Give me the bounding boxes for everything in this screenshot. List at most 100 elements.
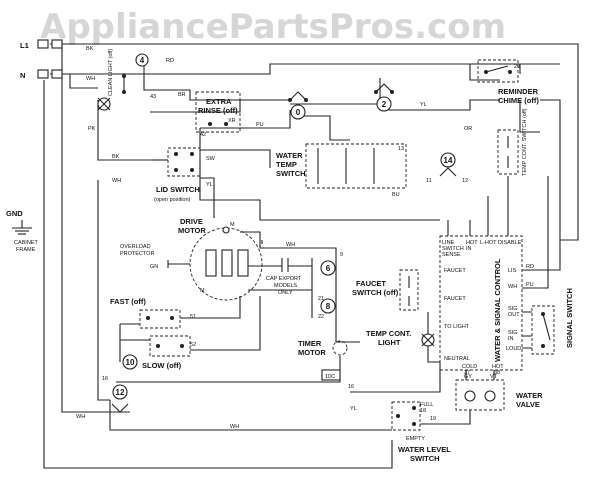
term-9: 9 — [340, 252, 343, 258]
ctrl-hot-bottom: HOT — [492, 364, 504, 370]
wire-rd-2: RD — [526, 264, 534, 270]
term-29: 29 — [514, 64, 520, 70]
ctrl-sig-out-1: SIG — [508, 306, 517, 312]
timer-contact-6: 6 — [320, 260, 336, 276]
timer-contact-0: 0 — [288, 91, 308, 120]
wire-yl-1: YL — [420, 102, 427, 108]
signal-switch: SIGNAL SWITCH — [531, 288, 574, 355]
fast-switch: FAST (off) — [110, 297, 181, 329]
water-temp-switch: WATER TEMP SWITCH — [276, 143, 407, 189]
ctrl-in-right: IN — [508, 336, 514, 342]
contact-10c-label: 10C — [325, 374, 335, 380]
term-22: 22 — [318, 314, 324, 320]
contact-10-label: 10 — [126, 358, 135, 367]
power-l1-label: L1 — [20, 41, 29, 50]
fast-label: FAST (off) — [110, 297, 146, 306]
empty-label: EMPTY — [406, 436, 425, 442]
contact-2-label: 2 — [382, 100, 387, 109]
ctrl-lhot: L-HOT — [480, 240, 497, 246]
water-valve: WATER VALVE — [455, 379, 543, 411]
extra-rinse-label: EXTRA — [206, 97, 232, 106]
term-16b: 16 — [348, 384, 354, 390]
water-temp-label-2: TEMP — [276, 160, 297, 169]
contact-12-label: 12 — [116, 388, 125, 397]
water-level-switch: FULL EMPTY WATER LEVEL SWITCH — [391, 401, 451, 463]
gn-label: GN — [150, 264, 158, 270]
drive-label: DRIVE — [180, 217, 203, 226]
timer-contact-2: 2 — [374, 83, 394, 112]
wire-wh-1: WH — [86, 76, 95, 82]
wire-wh-4: WH — [230, 424, 239, 430]
water-temp-label-3: SWITCH — [276, 169, 306, 178]
water-signal-label: WATER & SIGNAL CONTROL — [493, 258, 502, 362]
wire-sw: SW — [206, 156, 216, 162]
term-21: 21 — [318, 296, 324, 302]
wire-pu-1: PU — [256, 122, 264, 128]
term-12: 12 — [462, 178, 468, 184]
ctrl-line: LINE — [442, 240, 455, 246]
temp-cont-switch: TEMP CONT. SWITCH (off) — [497, 108, 528, 176]
contact-0-label: 0 — [296, 108, 301, 117]
wire-labels: BK RD WH BR YL PU OR PK BU BK SW WH YL W… — [76, 46, 534, 430]
ctrl-neutral: NEUTRAL — [444, 356, 470, 362]
wire-bk-2: BK — [112, 154, 120, 160]
slow-switch: SLOW (off) — [142, 335, 191, 370]
wire-yl-2: YL — [206, 182, 213, 188]
ground-gn: GN — [150, 260, 190, 270]
gnd-label: GND — [6, 209, 23, 218]
power-plug-n: N — [20, 69, 63, 80]
only-label: ONLY — [278, 290, 293, 296]
terminal-numbers: 43 42 16 16 11 12 13 51 52 29 21 22 18 1… — [102, 64, 520, 422]
wire-br-1: BR — [178, 92, 186, 98]
ctrl-faucet-1: FAUCET — [444, 268, 466, 274]
wire-pu-2: PU — [526, 282, 534, 288]
capacitor: CAP EXPORT MODELS ONLY — [266, 258, 302, 296]
motor-m-label: M — [200, 288, 205, 294]
wire-gy: GY — [464, 374, 472, 380]
contact-8-label: 8 — [326, 302, 331, 311]
reminder-chime: REMINDER CHIME (off) — [477, 59, 539, 105]
signal-switch-label: SIGNAL SWITCH — [565, 288, 574, 348]
switch-label: SWITCH — [410, 454, 440, 463]
ctrl-faucet-2: FAUCET — [444, 296, 466, 302]
lid-switch-label: LID SWITCH — [156, 185, 200, 194]
light-label: LIGHT — [378, 338, 401, 347]
ctrl-sig-in: SIG — [508, 330, 517, 336]
ctrl-lis: LIS — [508, 268, 517, 274]
frame-label: FRAME — [16, 247, 36, 253]
contact-6-label: 6 — [326, 264, 331, 273]
temp-cont-switch-label: TEMP CONT. SWITCH (off) — [522, 108, 528, 176]
extra-rinse-label-2: RINSE (off) — [198, 106, 238, 115]
ctrl-hot: HOT — [466, 240, 478, 246]
wire-or-1: OR — [464, 126, 472, 132]
timer-contact-14: 14 — [439, 152, 457, 177]
ctrl-to-light: TO LIGHT — [444, 324, 470, 330]
faucet-switch: FAUCET SWITCH (off) — [352, 269, 419, 311]
power-n-label: N — [20, 71, 25, 80]
faucet-label: FAUCET — [356, 279, 386, 288]
term-18: 18 — [420, 408, 426, 414]
ctrl-wh: WH — [508, 284, 517, 290]
water-level-label: WATER LEVEL — [398, 445, 451, 454]
protector-label: PROTECTOR — [120, 251, 154, 257]
drive-motor-m-label: M — [230, 222, 235, 228]
timer-motor-label: MOTOR — [298, 348, 326, 357]
term-11: 11 — [426, 178, 432, 184]
temp-cont-light-label: TEMP CONT. — [366, 329, 411, 338]
wire-pk-1: PK — [88, 126, 96, 132]
wire-wh-3: WH — [286, 242, 295, 248]
water-temp-label: WATER — [276, 151, 303, 160]
terminal-10c: 10C — [321, 369, 341, 381]
timer-contact-10: 10 — [122, 354, 138, 370]
term-13: 13 — [398, 146, 404, 152]
reminder-label: REMINDER — [498, 87, 539, 96]
timer-label: TIMER — [298, 339, 322, 348]
ctrl-disable: DISABLE — [498, 240, 522, 246]
timer-contact-8: 8 — [320, 298, 336, 314]
contact-14-label: 14 — [444, 156, 453, 165]
overload-label: OVERLOAD — [120, 244, 151, 250]
temp-cont-light: TEMP CONT. LIGHT — [366, 329, 435, 347]
chime-label: CHIME (off) — [498, 96, 539, 105]
cabinet-label: CABINET — [14, 240, 38, 246]
